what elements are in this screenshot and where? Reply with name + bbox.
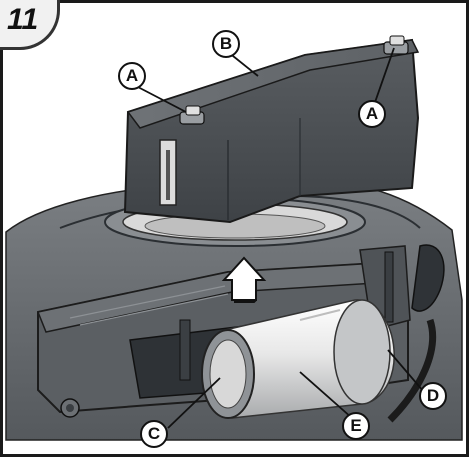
air-cleaner-cover [123,35,420,224]
filter-cartridge [201,299,395,419]
callout-e-label: E [350,416,362,435]
callout-c-label: C [147,424,161,443]
callout-b-label: B [219,34,233,53]
callout-a-left-label: A [125,66,139,85]
callout-b: B [212,30,240,58]
callout-d: D [419,382,447,410]
callout-a-right: A [358,100,386,128]
callout-a-left: A [118,62,146,90]
cover-knob-right [383,35,409,55]
callout-e: E [342,412,370,440]
cover-knob-left [179,105,205,125]
step-number: 11 [7,3,39,36]
callout-a-right-label: A [365,104,379,123]
step-number-badge: 11 [0,0,60,50]
callout-d-label: D [426,386,440,405]
lift-arrow [221,256,267,303]
callout-c: C [140,420,168,448]
